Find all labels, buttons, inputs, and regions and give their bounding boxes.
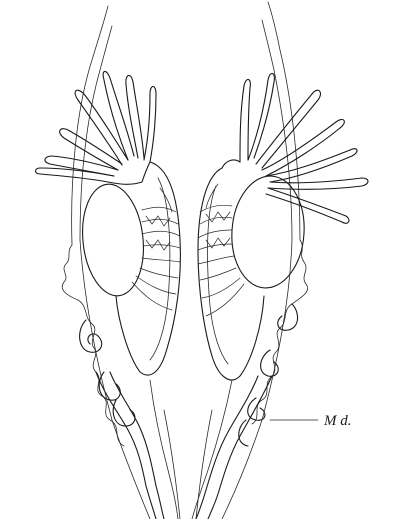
left-coil — [80, 320, 135, 426]
left-lobe — [116, 162, 180, 375]
left-fibres — [132, 188, 180, 310]
left-structure — [36, 6, 181, 519]
right-oval — [228, 174, 308, 291]
left-oval — [77, 181, 148, 299]
left-lobe-inner — [150, 178, 170, 360]
left-tuft — [36, 71, 157, 184]
left-upper-stalk-inner — [80, 26, 112, 240]
right-fibres — [198, 184, 244, 316]
left-lower-tube-2 — [110, 372, 164, 519]
md-annotation: M d. — [270, 413, 352, 429]
left-outer-vessel — [80, 240, 150, 519]
left-upper-stalk — [72, 6, 108, 245]
left-coiled-duct — [62, 245, 124, 446]
right-coil — [239, 304, 298, 446]
central-stem — [164, 410, 212, 519]
md-label: M d. — [323, 413, 352, 429]
right-coiled-duct — [252, 240, 308, 424]
left-central-vessel — [150, 380, 178, 519]
right-upper-stalk-inner — [262, 20, 292, 240]
right-lower-tube — [208, 376, 272, 519]
right-tuft — [222, 73, 368, 223]
right-structure — [192, 2, 368, 519]
